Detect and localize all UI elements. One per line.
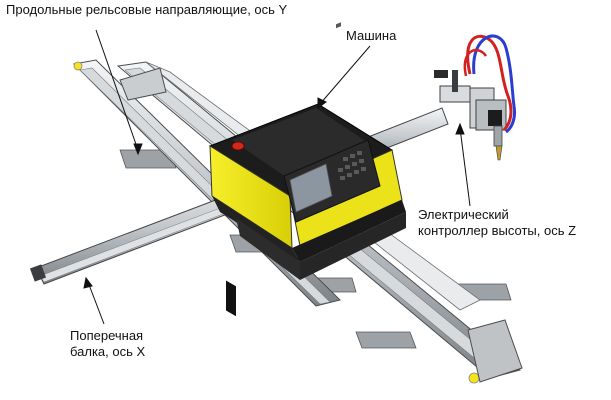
keypad	[336, 22, 366, 180]
label-height-controller-line2: контроллер высоты, ось Z	[418, 223, 577, 238]
leader-beam	[87, 281, 105, 325]
leader-machine	[319, 45, 371, 105]
rail-end-cap	[73, 61, 83, 71]
torch-assembly	[434, 34, 516, 161]
label-transverse-beam-line2: балка, ось X	[70, 344, 146, 359]
label-longitudinal-rails: Продольные рельсовые направляющие, ось Y	[6, 2, 288, 17]
label-height-controller: Электрический контроллер высоты, ось Z	[418, 207, 576, 239]
rail-end-plate	[119, 67, 167, 101]
control-screen	[289, 163, 333, 213]
label-transverse-beam: Поперечная балка, ось X	[70, 328, 145, 360]
hose-red	[466, 34, 513, 132]
leader-controller	[459, 127, 471, 207]
label-transverse-beam-line1: Поперечная	[70, 328, 144, 343]
label-machine: Машина	[346, 28, 397, 43]
leader-rails	[95, 29, 139, 151]
hose-blue	[472, 34, 516, 134]
machine	[208, 22, 406, 317]
callout-lines	[83, 29, 471, 325]
label-height-controller-line1: Электрический	[418, 207, 509, 222]
rail-end-cap	[468, 372, 480, 384]
emergency-stop-button	[231, 141, 245, 151]
